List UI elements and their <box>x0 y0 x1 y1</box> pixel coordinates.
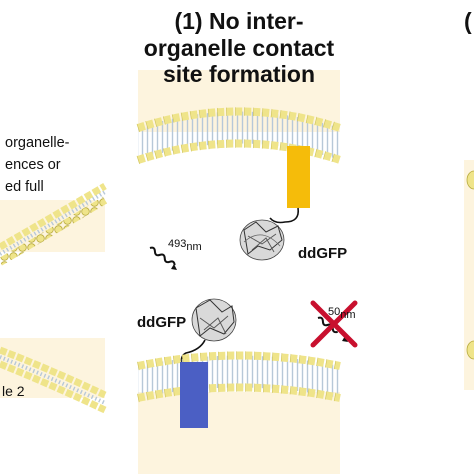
left-text-line-2: ences or <box>5 157 61 173</box>
ddgfp-protein-top-icon <box>239 219 285 261</box>
linker-top <box>269 207 300 224</box>
panel-title-line-1: (1) No inter- <box>174 8 304 34</box>
ddgfp-label-top: ddGFP <box>298 245 348 262</box>
left-text-line-1: organelle- <box>5 135 70 151</box>
left-text-line-3: ed full <box>5 179 44 195</box>
emission-wave-arrow <box>317 316 348 342</box>
left-membrane-lower <box>0 346 107 414</box>
excitation-wavelength-value: 493 <box>168 238 187 250</box>
panel-title-line-2: organelle contact <box>143 35 335 61</box>
excitation-wavelength-unit: nm <box>186 241 202 253</box>
emission-wavelength-unit: nm <box>340 309 356 321</box>
excitation-wavelength: 493nm <box>168 238 202 253</box>
organelle-bottom-lumen <box>138 392 340 474</box>
ddgfp-label-bottom: ddGFP <box>137 314 187 331</box>
right-membrane-fragment-bottom <box>466 340 474 360</box>
right-panel-title-fragment: ( <box>464 8 472 34</box>
emission-wavelength-value: 50 <box>328 306 341 318</box>
anchor-protein-bottom <box>180 362 208 428</box>
left-membrane-upper <box>0 182 108 266</box>
excitation-wave-arrow <box>149 246 177 270</box>
membrane-bottom <box>137 351 341 403</box>
right-organelle-background <box>464 160 474 390</box>
panel-title-line-3: site formation <box>162 61 316 87</box>
right-membrane-fragment-top <box>466 170 474 190</box>
emission-wavelength: 50nm <box>328 306 356 321</box>
ddgfp-protein-bottom-icon <box>191 298 237 342</box>
anchor-protein-top <box>287 146 310 208</box>
membrane-top <box>136 107 342 165</box>
blocked-emission-cross-icon <box>310 300 358 348</box>
organelle-2-label: le 2 <box>2 383 25 399</box>
